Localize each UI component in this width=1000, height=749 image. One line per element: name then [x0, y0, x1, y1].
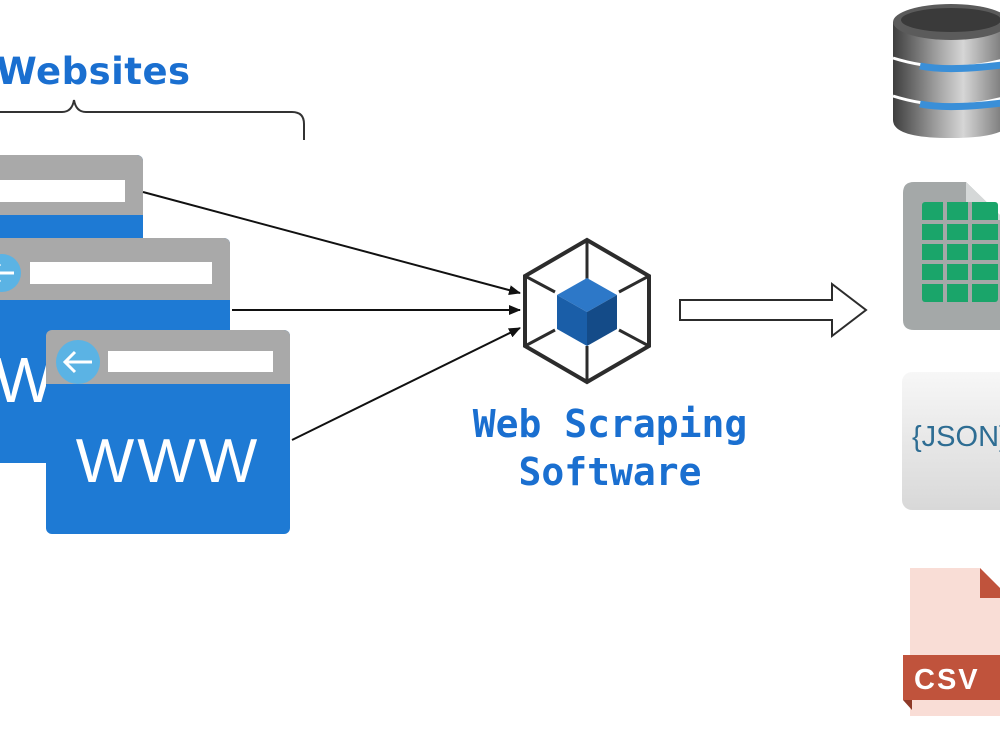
- spreadsheet-icon: [903, 182, 1000, 330]
- json-file-icon: {JSON}: [902, 372, 1000, 510]
- webpack-cube-icon: [523, 237, 651, 385]
- website-window-3: WWW: [46, 330, 290, 534]
- software-label-line1: Web Scraping: [472, 402, 748, 446]
- software-label-line2: Software: [518, 450, 702, 494]
- output-arrow: [679, 281, 868, 339]
- json-label: {JSON}: [912, 421, 1000, 453]
- svg-text:W: W: [0, 344, 55, 416]
- website-www-text: WWW: [76, 427, 261, 496]
- database-icon: [892, 4, 1000, 138]
- csv-label: CSV: [914, 664, 980, 696]
- websites-label: Websites: [0, 50, 191, 93]
- arrow-window3-to-software: [291, 327, 521, 441]
- csv-file-icon: CSV: [903, 568, 1000, 716]
- websites-brace: [0, 99, 305, 140]
- arrow-window1-to-software: [142, 191, 521, 295]
- software-label: Web Scraping Software: [440, 400, 780, 496]
